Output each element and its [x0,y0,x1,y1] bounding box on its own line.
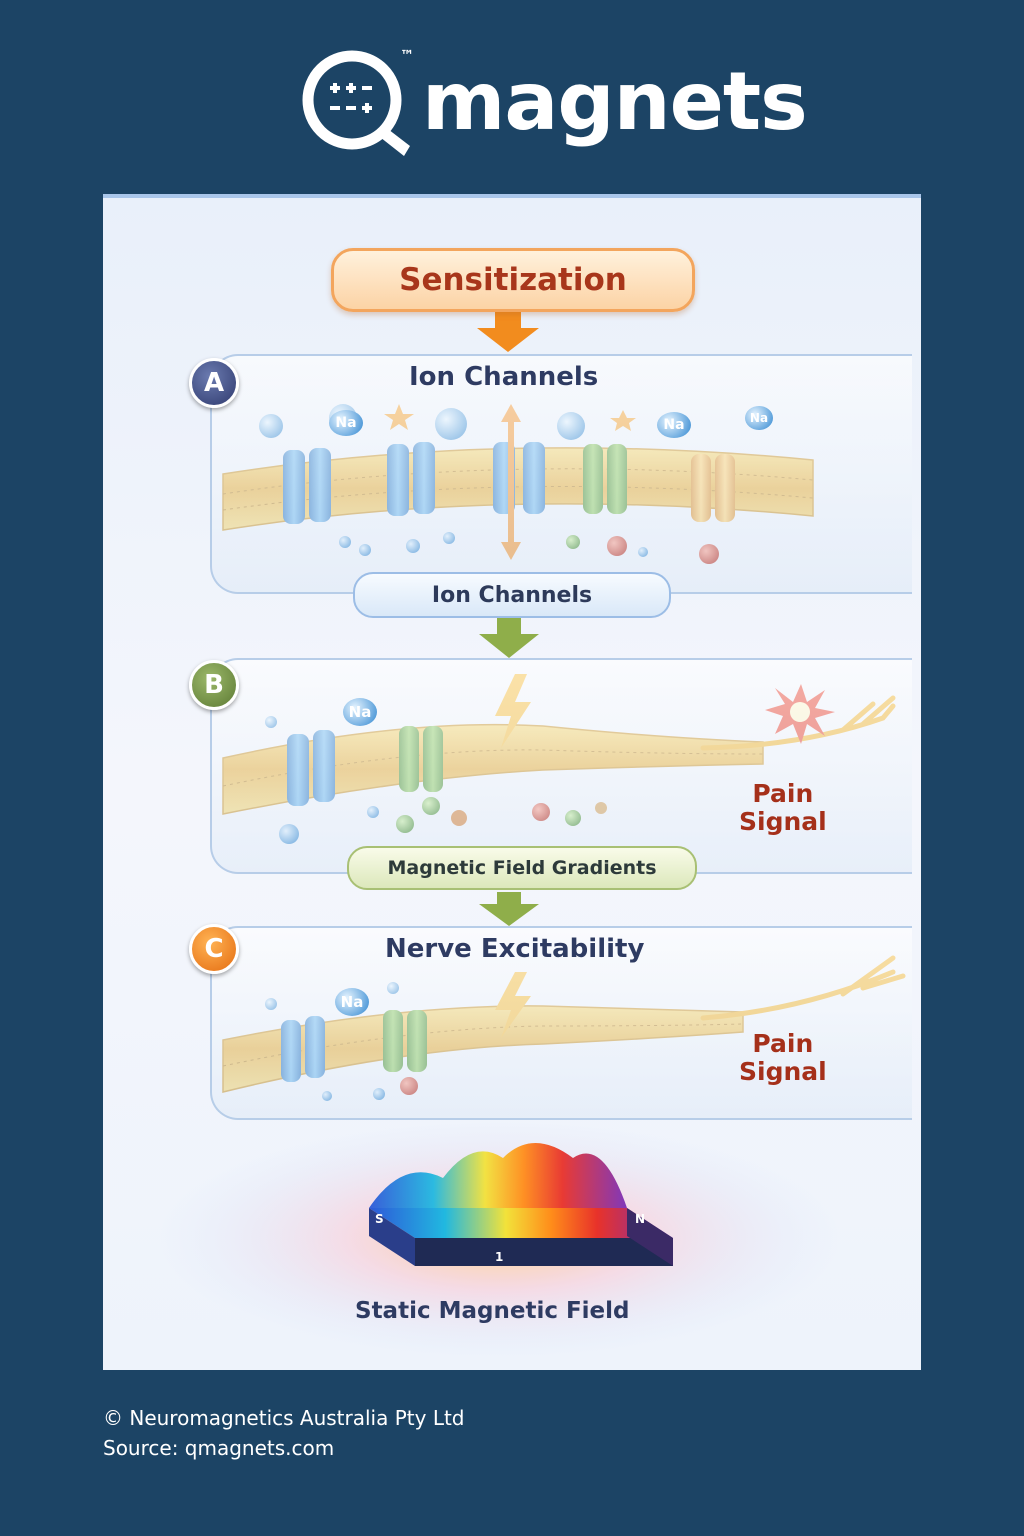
pain-word: Pain [752,1029,814,1058]
arrow-down-orange [477,312,539,352]
sodium-ion: Na [335,988,369,1016]
copyright-text: © Neuromagnetics Australia Pty Ltd [103,1406,465,1430]
source-text: Source: qmagnets.com [103,1436,335,1460]
static-magnetic-field-label: Static Magnetic Field [355,1298,630,1324]
badge-b: B [189,660,239,710]
sodium-ion: Na [343,698,377,726]
section-b-frame [210,658,912,874]
signal-word: Signal [739,1057,827,1086]
signal-word: Signal [739,807,827,836]
brand-logo: ™ magnets [298,48,808,160]
sodium-ion: Na [329,410,363,436]
brand-name: magnets [422,55,808,148]
sodium-ion: Na [745,406,773,430]
arrow-down-green [479,892,539,926]
illustration-panel: Sensitization A B C Ion Channels Nerve E… [103,194,921,1370]
magnet-pole-s: S [375,1212,384,1226]
magnet-pole-n: N [635,1212,646,1226]
pain-signal-label-b: Pain Signal [739,780,827,836]
q-magnet-logo-icon [302,50,410,156]
magnet-field-illustration [159,1118,839,1358]
pain-word: Pain [752,779,814,808]
ion-channels-connector-label: Ion Channels [353,572,671,618]
badge-c: C [189,924,239,974]
arrow-down-green [479,618,539,658]
badge-a: A [189,358,239,408]
section-a-frame [210,354,912,594]
magnetic-field-gradients-label: Magnetic Field Gradients [347,846,697,890]
sensitization-label: Sensitization [331,248,695,312]
magnet-tick: 1 [495,1250,504,1264]
pain-signal-label-c: Pain Signal [739,1030,827,1086]
sodium-ion: Na [657,412,691,438]
section-c-frame [210,926,912,1120]
section-c-title: Nerve Excitability [385,934,645,964]
section-a-title: Ion Channels [409,362,599,392]
trademark-mark: ™ [400,48,414,64]
